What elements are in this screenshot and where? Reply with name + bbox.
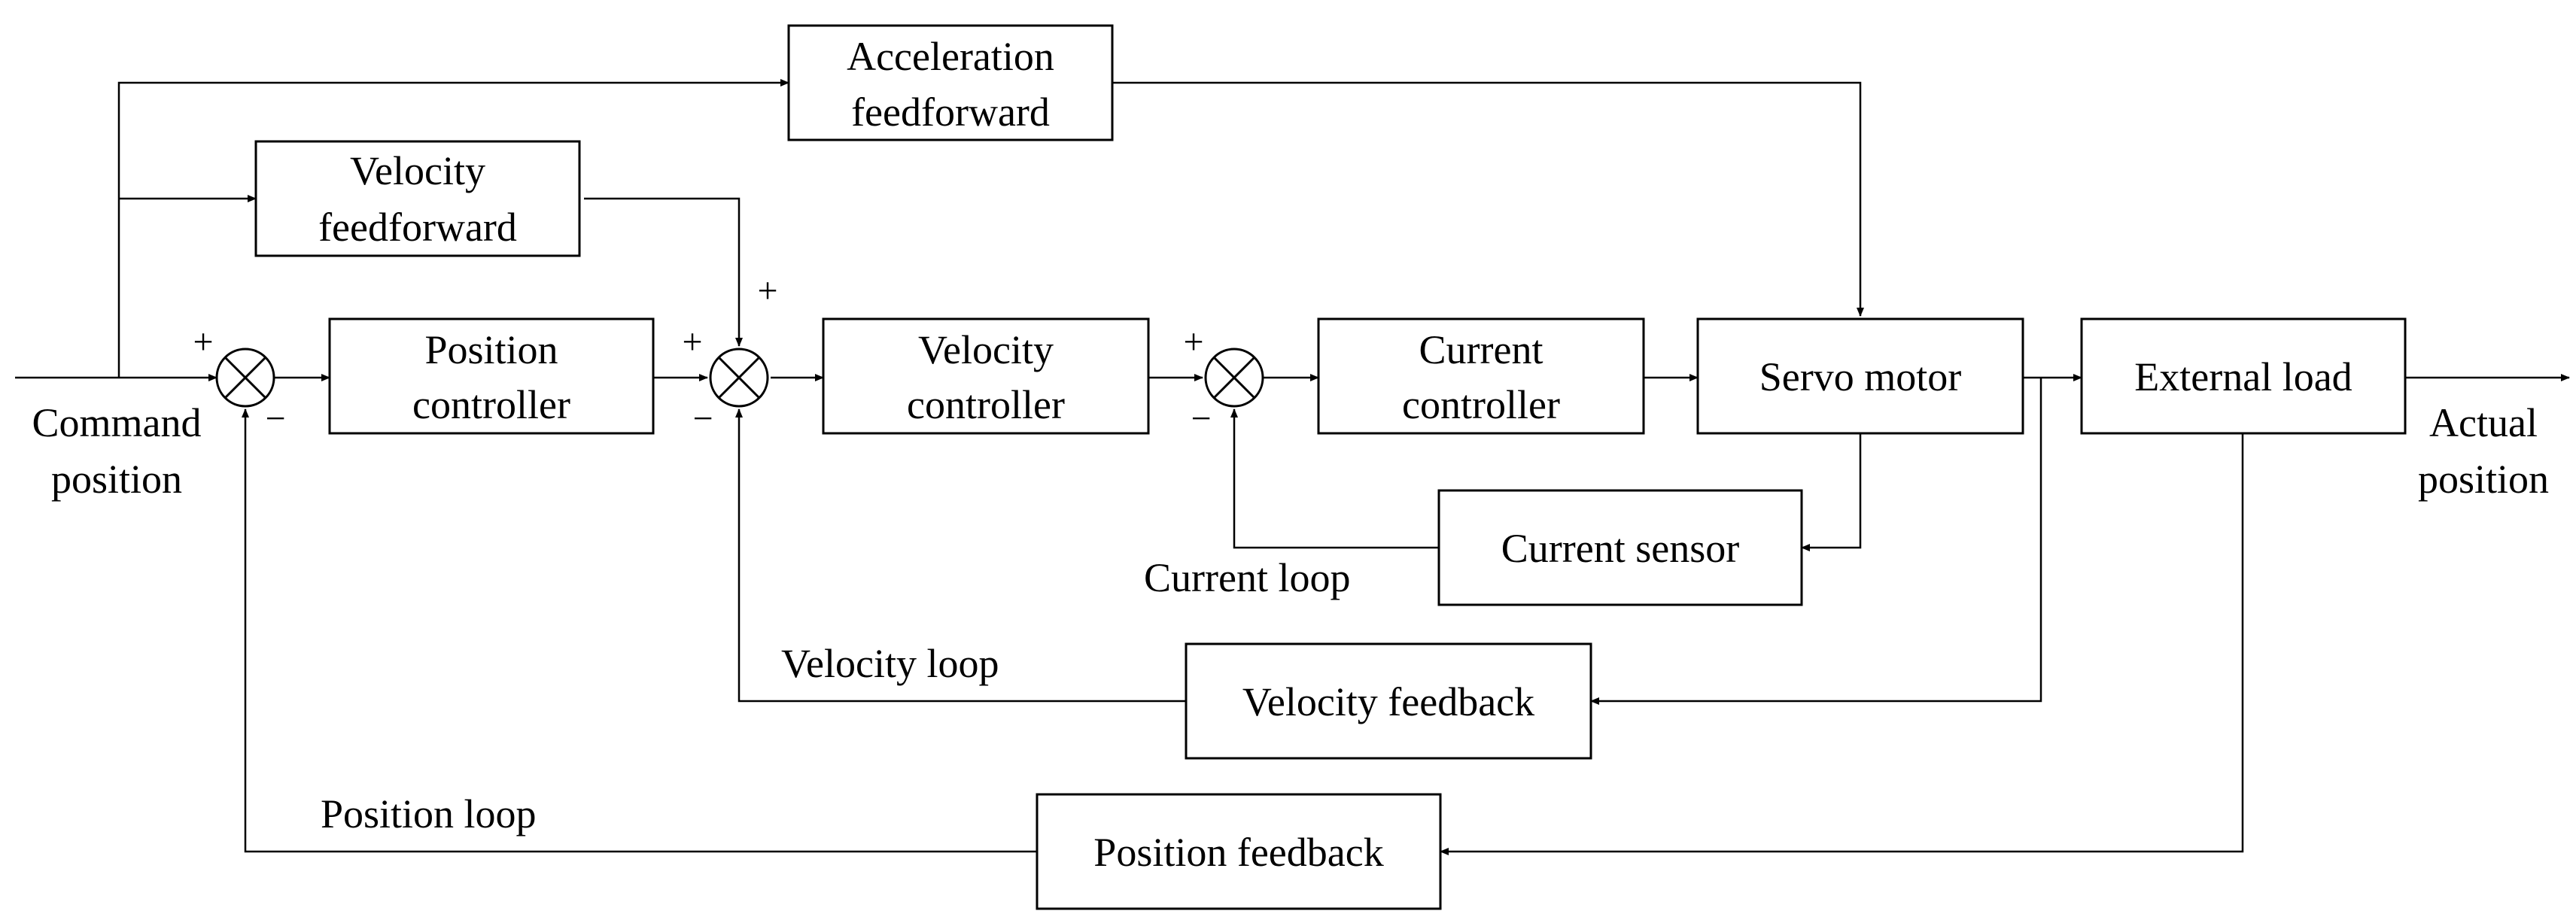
block-label-line: Current (1419, 327, 1543, 372)
block-velocity-feedforward: Velocity feedforward (254, 140, 581, 257)
signal-label-line: Actual (2429, 400, 2538, 445)
summing-junction-current (1204, 348, 1264, 408)
block-current-controller: Current controller (1317, 317, 1645, 435)
servo-to-velocity-feedback (1590, 378, 2042, 705)
block-servo-motor: Servo motor (1696, 317, 2024, 435)
block-label-line: Servo motor (1759, 354, 1961, 399)
block-label-line: Acceleration (847, 34, 1054, 79)
signal-label-line: position (2418, 457, 2549, 502)
load-to-position-feedback (1440, 433, 2244, 855)
accel-ff-output-line (1112, 81, 1864, 317)
velocity-feedback-line (735, 408, 1186, 703)
block-current-sensor: Current sensor (1437, 489, 1803, 606)
signal-label-line: Command (32, 400, 202, 445)
velocity-loop-label: Velocity loop (781, 641, 999, 686)
sj1-plus-sign: + (193, 322, 213, 362)
block-acceleration-feedforward: Acceleration feedforward (787, 24, 1114, 141)
block-label-line: External load (2134, 354, 2352, 399)
sj3-minus-sign: − (1191, 399, 1211, 439)
summing-junction-velocity (709, 348, 769, 408)
servo-to-current-sensor (1801, 433, 1862, 551)
sj2-plus-top-sign: + (757, 271, 777, 311)
position-feedback-line (242, 408, 1037, 853)
block-label-line: Position feedback (1093, 830, 1383, 875)
block-label-line: Position (424, 327, 558, 372)
connections (15, 79, 2570, 855)
vel-ff-output-line (584, 197, 743, 347)
block-velocity-controller: Velocity controller (822, 317, 1150, 435)
block-label-line: Velocity (350, 148, 485, 193)
block-label-line: controller (1402, 382, 1560, 427)
block-label-line: controller (907, 382, 1065, 427)
block-label-line: feedforward (851, 90, 1050, 135)
block-label-line: Velocity (918, 327, 1054, 372)
block-position-feedback: Position feedback (1036, 793, 1442, 910)
sj2-plus-left-sign: + (682, 322, 702, 362)
current-loop-label: Current loop (1144, 555, 1350, 600)
block-external-load: External load (2080, 317, 2407, 435)
current-feedback-line (1230, 408, 1439, 549)
sj2-minus-sign: − (692, 399, 713, 439)
sj3-plus-sign: + (1183, 322, 1203, 362)
block-velocity-feedback: Velocity feedback (1185, 642, 1592, 760)
sj1-minus-sign: − (265, 399, 285, 439)
accel-ff-input-line (117, 79, 789, 378)
position-loop-label: Position loop (321, 791, 537, 836)
summing-junction-position (215, 348, 275, 408)
signal-label-line: position (51, 457, 182, 502)
block-label-line: feedforward (318, 205, 517, 250)
command-position-label: Command position (32, 400, 202, 502)
block-label-line: Current sensor (1501, 526, 1739, 571)
block-label-line: Velocity feedback (1242, 679, 1534, 724)
block-label-line: controller (412, 382, 570, 427)
actual-position-label: Actual position (2418, 400, 2549, 502)
block-position-controller: Position controller (328, 317, 655, 435)
